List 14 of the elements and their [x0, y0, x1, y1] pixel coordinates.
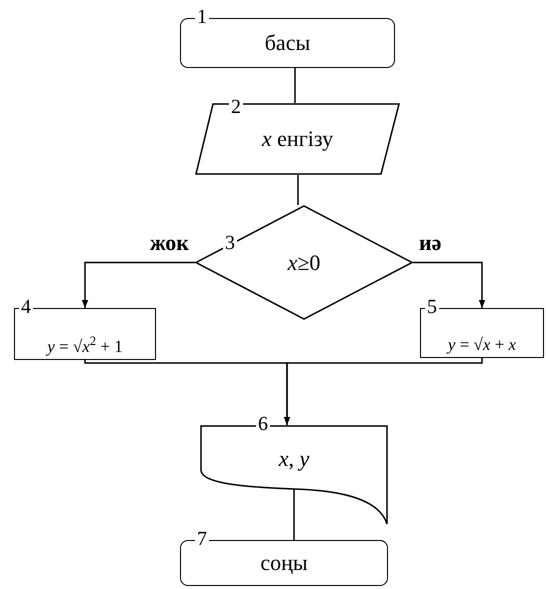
node-text: басы	[264, 29, 310, 57]
node-text: соңы	[260, 549, 308, 577]
connector-arrow	[82, 262, 195, 308]
connector-arrow	[284, 358, 483, 425]
connector-line	[294, 68, 296, 103]
decision-diamond	[195, 205, 413, 320]
node-text: x енгізу	[262, 125, 334, 153]
connector-line	[297, 175, 299, 205]
node-text: x≥0	[288, 248, 320, 276]
node-text: y = √x$^{2}$ + 1	[47, 336, 123, 357]
node-text: y = √x + x	[448, 334, 516, 355]
connector-arrow	[413, 262, 486, 308]
connector-line	[293, 489, 295, 540]
node-text: x, y	[278, 445, 310, 472]
